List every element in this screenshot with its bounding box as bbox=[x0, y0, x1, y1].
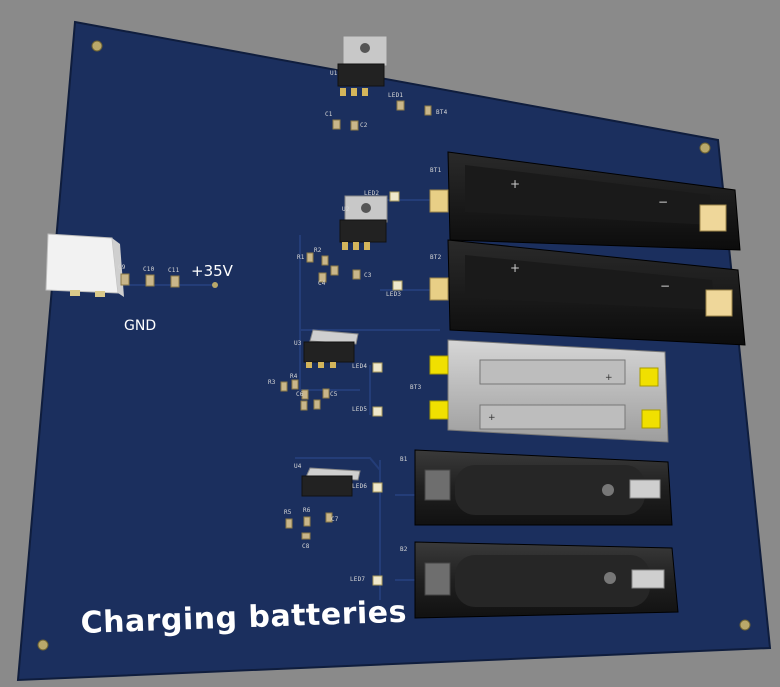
designator-r3: R3 bbox=[268, 379, 276, 386]
designator-c4: C4 bbox=[318, 280, 326, 287]
designator-c9: C9 bbox=[118, 264, 126, 271]
to220-regulator-icon bbox=[301, 467, 361, 497]
designator-c2: C2 bbox=[360, 122, 368, 129]
designator-c8: C8 bbox=[302, 543, 310, 550]
svg-text:+: + bbox=[510, 261, 520, 275]
svg-text:+: + bbox=[605, 373, 613, 383]
designator-b1: B1 bbox=[400, 456, 408, 463]
designator-r2: R2 bbox=[314, 247, 322, 254]
leds bbox=[372, 191, 403, 586]
designator-u1: U1 bbox=[330, 70, 338, 77]
designator-c5: C5 bbox=[330, 391, 338, 398]
battery-holder-bt2: + − bbox=[429, 239, 746, 346]
designator-c6: C6 bbox=[296, 391, 304, 398]
designator-r1: R1 bbox=[297, 254, 305, 261]
designator-u3: U3 bbox=[294, 340, 302, 347]
dc-jack bbox=[45, 233, 124, 297]
designator-c11: C11 bbox=[168, 267, 180, 274]
designator-led5: LED5 bbox=[352, 406, 368, 413]
mounting-holes bbox=[37, 40, 751, 651]
svg-text:−: − bbox=[658, 195, 668, 209]
designator-bt2: BT2 bbox=[430, 254, 442, 261]
designator-r4: R4 bbox=[290, 373, 298, 380]
designator-c1: C1 bbox=[325, 111, 333, 118]
designator-b2: B2 bbox=[400, 546, 408, 553]
designator-bt4: BT4 bbox=[436, 109, 448, 116]
designator-c7: C7 bbox=[331, 516, 339, 523]
svg-text:+: + bbox=[488, 413, 496, 423]
mounting-hole-icon bbox=[37, 639, 49, 651]
designator-r5: R5 bbox=[284, 509, 292, 516]
capacitor-c10 bbox=[145, 274, 155, 287]
mounting-hole-icon bbox=[91, 40, 103, 52]
capacitor-c9 bbox=[120, 273, 130, 286]
battery-holder-b1 bbox=[414, 449, 673, 526]
battery-holder-b2 bbox=[414, 541, 679, 619]
designator-bt1: BT1 bbox=[430, 167, 442, 174]
designator-r6: R6 bbox=[303, 507, 311, 514]
designator-led3: LED3 bbox=[386, 291, 402, 298]
mounting-hole-icon bbox=[739, 619, 751, 631]
capacitor-c11 bbox=[170, 275, 180, 288]
designator-led7: LED7 bbox=[350, 576, 366, 583]
designator-u4: U4 bbox=[294, 463, 302, 470]
input-capacitors bbox=[120, 273, 218, 288]
mounting-hole-icon bbox=[699, 142, 711, 154]
designator-u2: U2 bbox=[342, 206, 350, 213]
designator-led4: LED4 bbox=[352, 363, 368, 370]
to220-regulator-icon bbox=[303, 329, 359, 368]
supply-voltage-label: +35V bbox=[191, 262, 233, 280]
svg-text:+: + bbox=[510, 177, 520, 191]
copper-traces bbox=[120, 199, 445, 600]
designator-bt3: BT3 bbox=[410, 384, 422, 391]
designator-c10: C10 bbox=[143, 266, 155, 273]
smd-components bbox=[280, 100, 432, 540]
svg-text:−: − bbox=[660, 279, 670, 293]
designator-led1: LED1 bbox=[388, 92, 404, 99]
designator-led6: LED6 bbox=[352, 483, 368, 490]
designator-c3: C3 bbox=[364, 272, 372, 279]
battery-holder-bt1: + − bbox=[429, 151, 741, 251]
to220-regulator-icon bbox=[337, 35, 388, 96]
gnd-label: GND bbox=[124, 318, 157, 334]
designator-led2: LED2 bbox=[364, 190, 380, 197]
battery-holder-bt3: + + bbox=[429, 339, 669, 443]
to220-regulator-icon bbox=[339, 195, 388, 250]
